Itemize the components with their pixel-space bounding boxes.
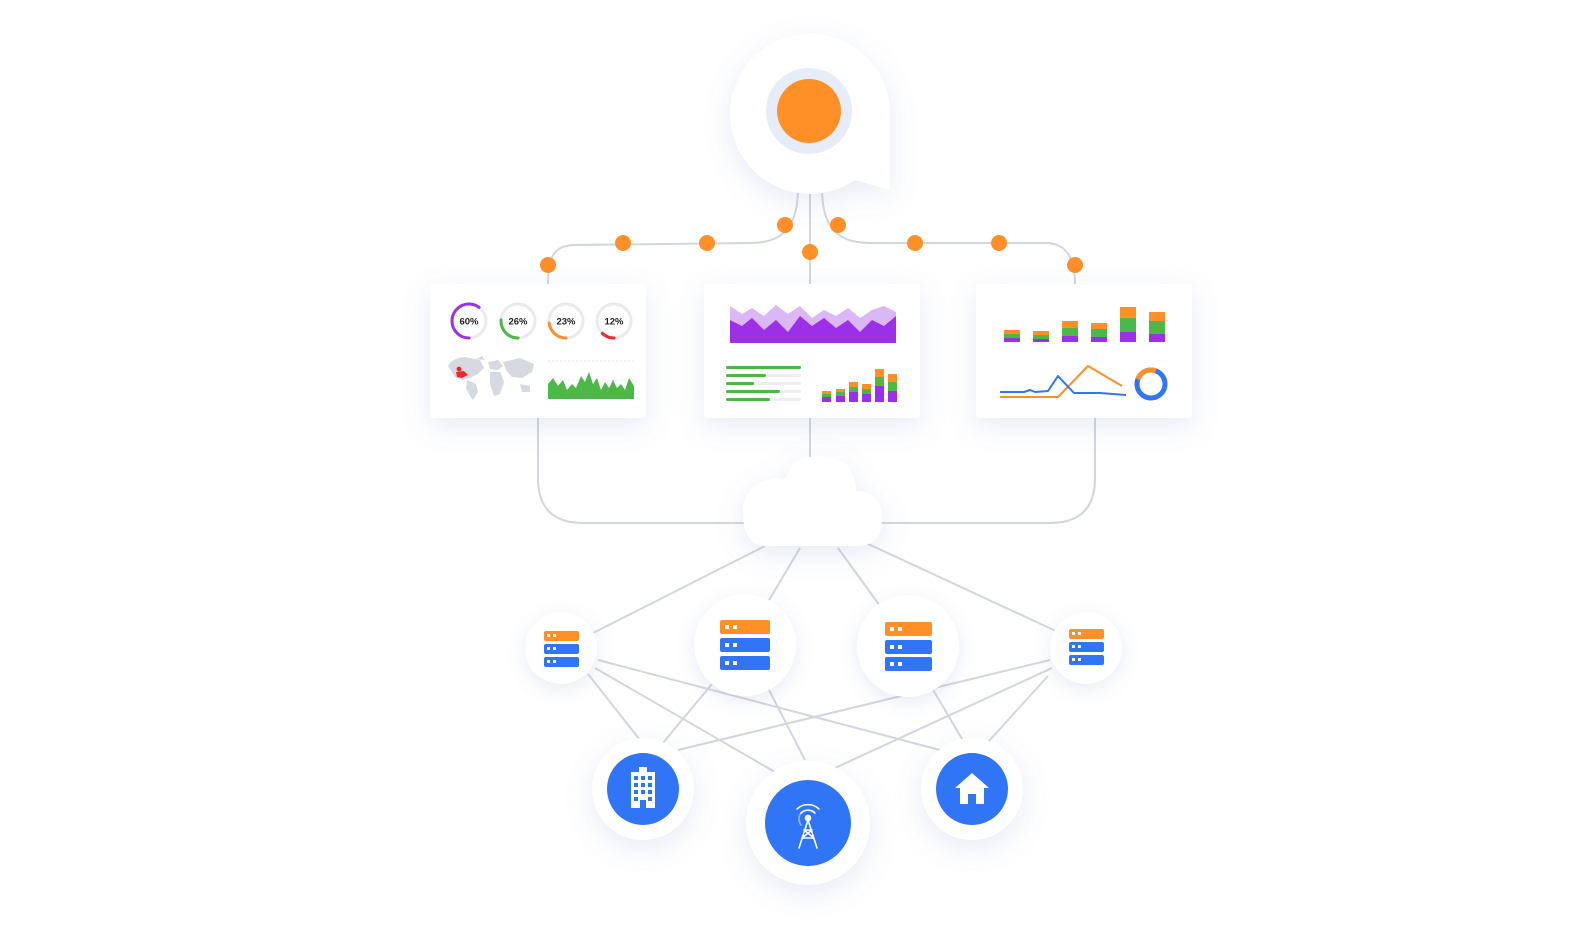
gauge-4: 12%	[595, 302, 633, 340]
gauge-3: 23%	[547, 302, 585, 340]
home-node	[921, 738, 1023, 840]
orange-circle-icon	[777, 79, 841, 143]
home-icon	[955, 773, 989, 804]
gauge-1: 60%	[450, 302, 488, 340]
connector-dots	[540, 217, 1083, 273]
gauge-label: 26%	[508, 317, 528, 328]
building-icon	[631, 767, 655, 808]
radio-tower-icon	[796, 803, 820, 849]
gauge-arc	[547, 302, 585, 340]
donut-chart	[1134, 367, 1168, 401]
gauge-row: 60% 26% 23% 12%	[450, 302, 633, 340]
server-icon	[544, 631, 579, 667]
line-chart	[1000, 365, 1127, 398]
connector-lines	[537, 187, 1096, 773]
green-area-chart	[548, 372, 634, 399]
gauge-arc	[595, 302, 633, 340]
server-icon	[720, 620, 770, 670]
server-icon	[885, 622, 932, 671]
server-node-1	[525, 612, 597, 684]
server-node-3	[857, 595, 959, 697]
cloud-icon	[743, 456, 882, 546]
gauge-2: 26%	[499, 302, 537, 340]
gauge-label: 60%	[459, 317, 479, 328]
progress-bars	[726, 366, 801, 401]
gauge-arc	[499, 302, 537, 340]
server-icon	[1069, 629, 1104, 665]
hub-node	[730, 33, 890, 194]
dashboard-card-activity	[704, 284, 920, 418]
gauge-arc	[450, 302, 488, 340]
building-node	[592, 738, 694, 840]
dashboard-card-metrics: 60% 26% 23% 12%	[430, 284, 646, 418]
server-node-2	[694, 594, 796, 696]
gauge-label: 12%	[604, 317, 624, 328]
purple-area-chart	[730, 316, 896, 343]
dashboard-card-trends	[976, 284, 1192, 418]
gauge-label: 23%	[556, 317, 576, 328]
map-highlight	[456, 371, 468, 378]
server-node-4	[1050, 612, 1122, 684]
tower-node	[746, 761, 870, 885]
stacked-bar-chart	[1004, 307, 1165, 342]
stacked-bar-chart-small	[822, 369, 897, 402]
